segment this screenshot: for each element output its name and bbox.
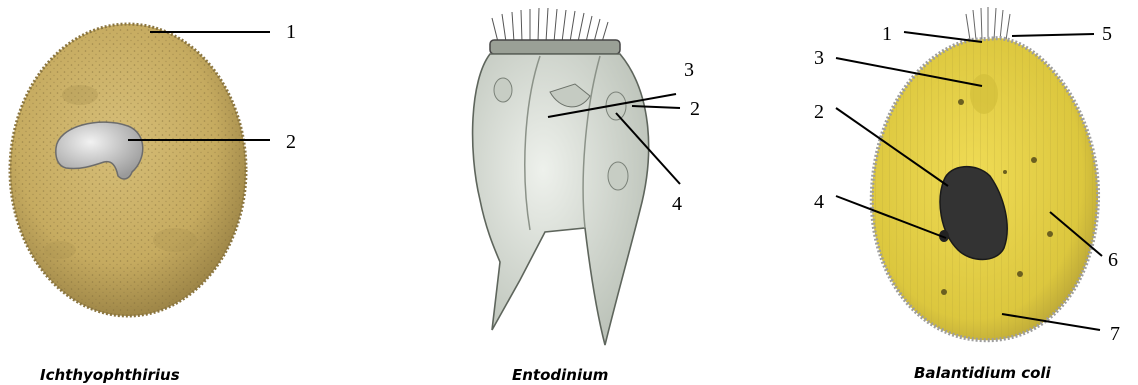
balantidium-vacuole-a [958, 99, 964, 105]
balantidium-label-5: 5 [1102, 23, 1112, 45]
balantidium-label-3: 3 [814, 47, 824, 69]
entodinium-caption: Entodinium [512, 366, 608, 384]
balantidium-label-4: 4 [814, 191, 824, 213]
entodinium-label-3: 3 [684, 59, 694, 81]
ichthyophthirius-figure: 1 2 Ichthyophthirius [10, 21, 296, 384]
balantidium-vacuole-c [1003, 170, 1007, 174]
balantidium-label-2: 2 [814, 101, 824, 123]
balantidium-label-7: 7 [1110, 323, 1120, 345]
balantidium-caption: Balantidium coli [914, 364, 1052, 382]
balantidium-leader-1 [904, 32, 982, 42]
balantidium-leader-5 [1012, 34, 1094, 36]
balantidium-vacuole-f [941, 289, 947, 295]
entodinium-vacuole-1 [494, 78, 512, 102]
ichthyo-label-2: 2 [286, 131, 296, 153]
balantidium-figure: 1 5 3 2 4 6 7 Balantidium coli [814, 7, 1120, 382]
balantidium-cilia-tuft [966, 7, 1010, 40]
entodinium-vacuole-3 [608, 162, 628, 190]
balantidium-vacuole-b [1031, 157, 1037, 163]
entodinium-cilia-tuft [492, 8, 608, 42]
ichthyo-caption: Ichthyophthirius [40, 366, 180, 384]
balantidium-cytostome [970, 74, 998, 114]
balantidium-vacuole-d [1047, 231, 1053, 237]
balantidium-label-6: 6 [1108, 249, 1118, 271]
entodinium-oral-collar [490, 40, 620, 54]
balantidium-vacuole-e [1017, 271, 1023, 277]
balantidium-label-1: 1 [882, 23, 892, 45]
ichthyo-label-1: 1 [286, 21, 296, 43]
entodinium-label-2: 2 [690, 98, 700, 120]
entodinium-label-4: 4 [672, 193, 682, 215]
entodinium-figure: 3 2 4 Entodinium [473, 8, 700, 384]
